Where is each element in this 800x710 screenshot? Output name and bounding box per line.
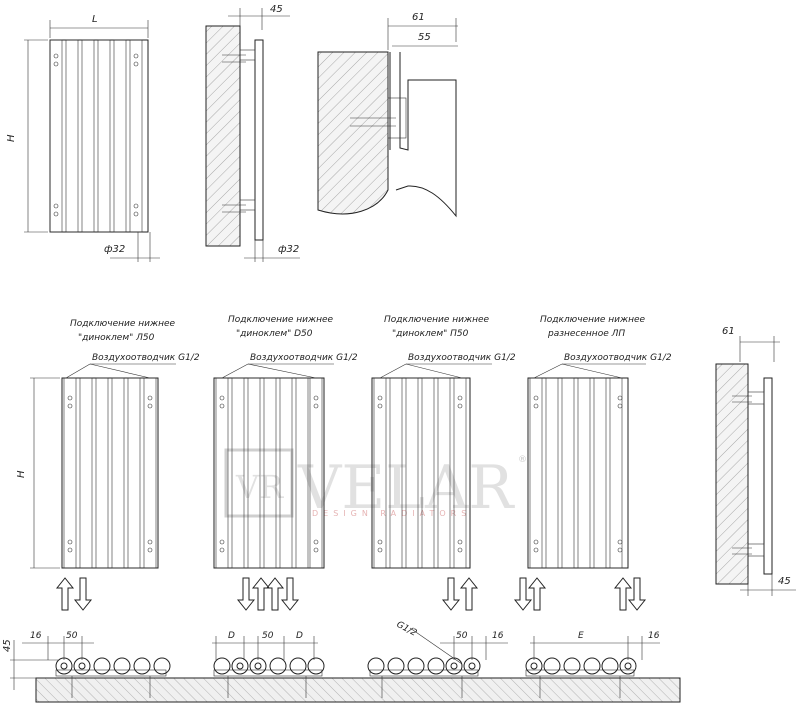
- variant-3-title-line1: Подключение нижнее: [384, 315, 490, 325]
- connection-variant-4: Подключение нижнее разнесенное ЛП Воздух…: [513, 315, 672, 611]
- variant-3-vent-label: Воздухоотводчик G1/2: [408, 353, 516, 363]
- plan-group-1: 16 50: [22, 631, 171, 698]
- g2-dim-1: D: [228, 631, 235, 641]
- variant-1-title-line2: "диноклем" Л50: [78, 333, 155, 343]
- depth-label: 45: [270, 4, 283, 15]
- variant-1-radiator: [61, 377, 159, 569]
- variant-4-vent-label: Воздухоотводчик G1/2: [564, 353, 672, 363]
- variant-4-flow-arrows: [513, 577, 647, 611]
- g1-dim-2: 50: [66, 631, 78, 641]
- front-view: L H ф32: [6, 14, 160, 262]
- watermark-registered: ®: [518, 455, 527, 465]
- variant-1-flow-arrows: [55, 577, 93, 611]
- right-side-view: 61 45: [715, 326, 796, 596]
- outer-label: 61: [412, 12, 425, 23]
- floor-section: [35, 677, 681, 703]
- watermark-logo-text: VR: [235, 468, 284, 506]
- right-radiator-side: [763, 377, 773, 575]
- right-wall-section: [715, 363, 749, 585]
- plan-group-4: E 16: [525, 631, 660, 698]
- wall-section: [205, 25, 241, 247]
- bottom-plan: 45 16 50 D: [2, 620, 681, 703]
- connection-variant-1: Подключение нижнее "диноклем" Л50 Воздух…: [16, 319, 200, 611]
- width-label: L: [92, 14, 98, 25]
- detail-radiator: [389, 52, 457, 218]
- side-pipe-label: ф32: [278, 244, 299, 255]
- g4-dim-1: E: [578, 631, 584, 641]
- variant-height-label: H: [16, 470, 27, 478]
- side-brackets: [222, 49, 256, 213]
- inner-label: 55: [418, 32, 431, 43]
- plan-group-2: D 50 D: [212, 631, 325, 698]
- detail-bracket: [350, 97, 407, 139]
- g2-dim-2: 50: [262, 631, 274, 641]
- right-top-label: 61: [722, 326, 735, 337]
- pipe-diameter-label: ф32: [104, 244, 125, 255]
- g3-thread-label: G1/2: [395, 620, 419, 639]
- right-bottom-label: 45: [778, 576, 791, 587]
- right-brackets: [732, 391, 765, 557]
- radiator-outline: [49, 39, 149, 233]
- g3-dim-3: 16: [492, 631, 504, 641]
- watermark: VR VELAR ® DESIGN RADIATORS: [224, 448, 527, 523]
- variant-2-title-line2: "диноклем" D50: [236, 329, 313, 339]
- g4-dim-2: 16: [648, 631, 660, 641]
- watermark-tagline: DESIGN RADIATORS: [312, 509, 471, 518]
- plan-height-label: 45: [2, 639, 13, 652]
- variant-4-title-line2: разнесенное ЛП: [547, 329, 625, 339]
- variant-3-title-line2: "диноклем" П50: [392, 329, 469, 339]
- variant-2-vent-label: Воздухоотводчик G1/2: [250, 353, 358, 363]
- variant-1-vent-label: Воздухоотводчик G1/2: [92, 353, 200, 363]
- detail-view: 61 55: [317, 12, 458, 218]
- variant-2-title-line1: Подключение нижнее: [228, 315, 334, 325]
- variant-1-title-line1: Подключение нижнее: [70, 319, 176, 329]
- bracket-holes: [53, 53, 139, 217]
- g2-dim-3: D: [296, 631, 303, 641]
- connection-variant-2: Подключение нижнее "диноклем" D50 Воздух…: [213, 315, 358, 611]
- side-view: 45 ф32: [205, 4, 300, 262]
- g3-dim-2: 50: [456, 631, 468, 641]
- variant-3-flow-arrows: [441, 577, 479, 611]
- radiator-side: [254, 39, 264, 241]
- height-label: H: [6, 134, 17, 142]
- radiator-tubes: [49, 39, 143, 233]
- variant-4-title-line1: Подключение нижнее: [540, 315, 646, 325]
- variant-2-flow-arrows: [236, 577, 300, 611]
- connection-variant-3: Подключение нижнее "диноклем" П50 Воздух…: [371, 315, 516, 611]
- detail-wall: [317, 51, 389, 215]
- g1-dim-1: 16: [30, 631, 42, 641]
- variant-3-radiator: [371, 377, 471, 569]
